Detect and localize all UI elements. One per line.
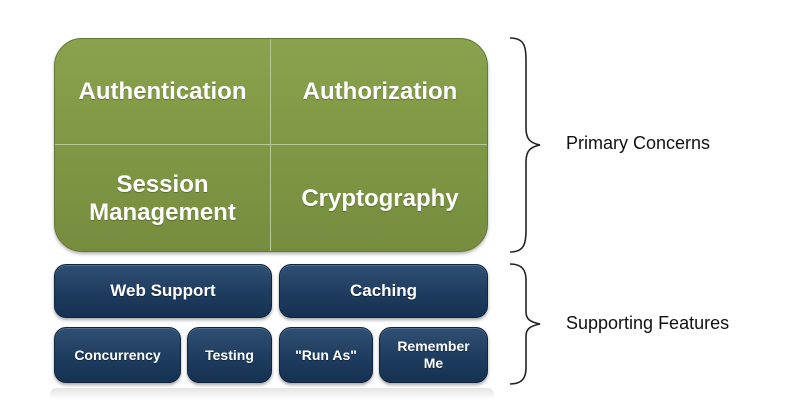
remember-me-label: Remember Me — [397, 338, 470, 371]
authorization-cell[interactable]: Authorization — [271, 39, 487, 144]
supporting-features-brace-icon — [509, 263, 541, 385]
concurrency-label: Concurrency — [74, 347, 161, 363]
session-management-cell[interactable]: Session Management — [55, 145, 270, 251]
stack-shadow — [50, 388, 494, 400]
cryptography-cell[interactable]: Cryptography — [271, 145, 487, 251]
testing-button[interactable]: Testing — [187, 327, 272, 383]
authentication-cell[interactable]: Authentication — [55, 39, 270, 144]
web-support-label: Web Support — [110, 281, 216, 300]
remember-me-button[interactable]: Remember Me — [379, 327, 488, 383]
primary-concerns-block: Authentication Authorization Session Man… — [54, 38, 488, 252]
concurrency-button[interactable]: Concurrency — [54, 327, 181, 383]
caching-button[interactable]: Caching — [279, 264, 488, 318]
primary-horizontal-divider — [55, 144, 487, 145]
run-as-label: "Run As" — [295, 347, 357, 363]
primary-concerns-label: Primary Concerns — [566, 133, 711, 153]
supporting-features-label: Supporting Features — [566, 313, 730, 333]
caching-label: Caching — [349, 281, 418, 300]
authentication-label: Authentication — [78, 77, 247, 105]
session-management-label: Session Management — [89, 171, 236, 226]
web-support-button[interactable]: Web Support — [54, 264, 272, 318]
testing-label: Testing — [205, 347, 254, 363]
authorization-label: Authorization — [302, 77, 458, 105]
run-as-button[interactable]: "Run As" — [279, 327, 373, 383]
primary-vertical-divider — [270, 39, 271, 251]
primary-concerns-brace-icon — [509, 37, 541, 253]
cryptography-label: Cryptography — [301, 185, 459, 213]
